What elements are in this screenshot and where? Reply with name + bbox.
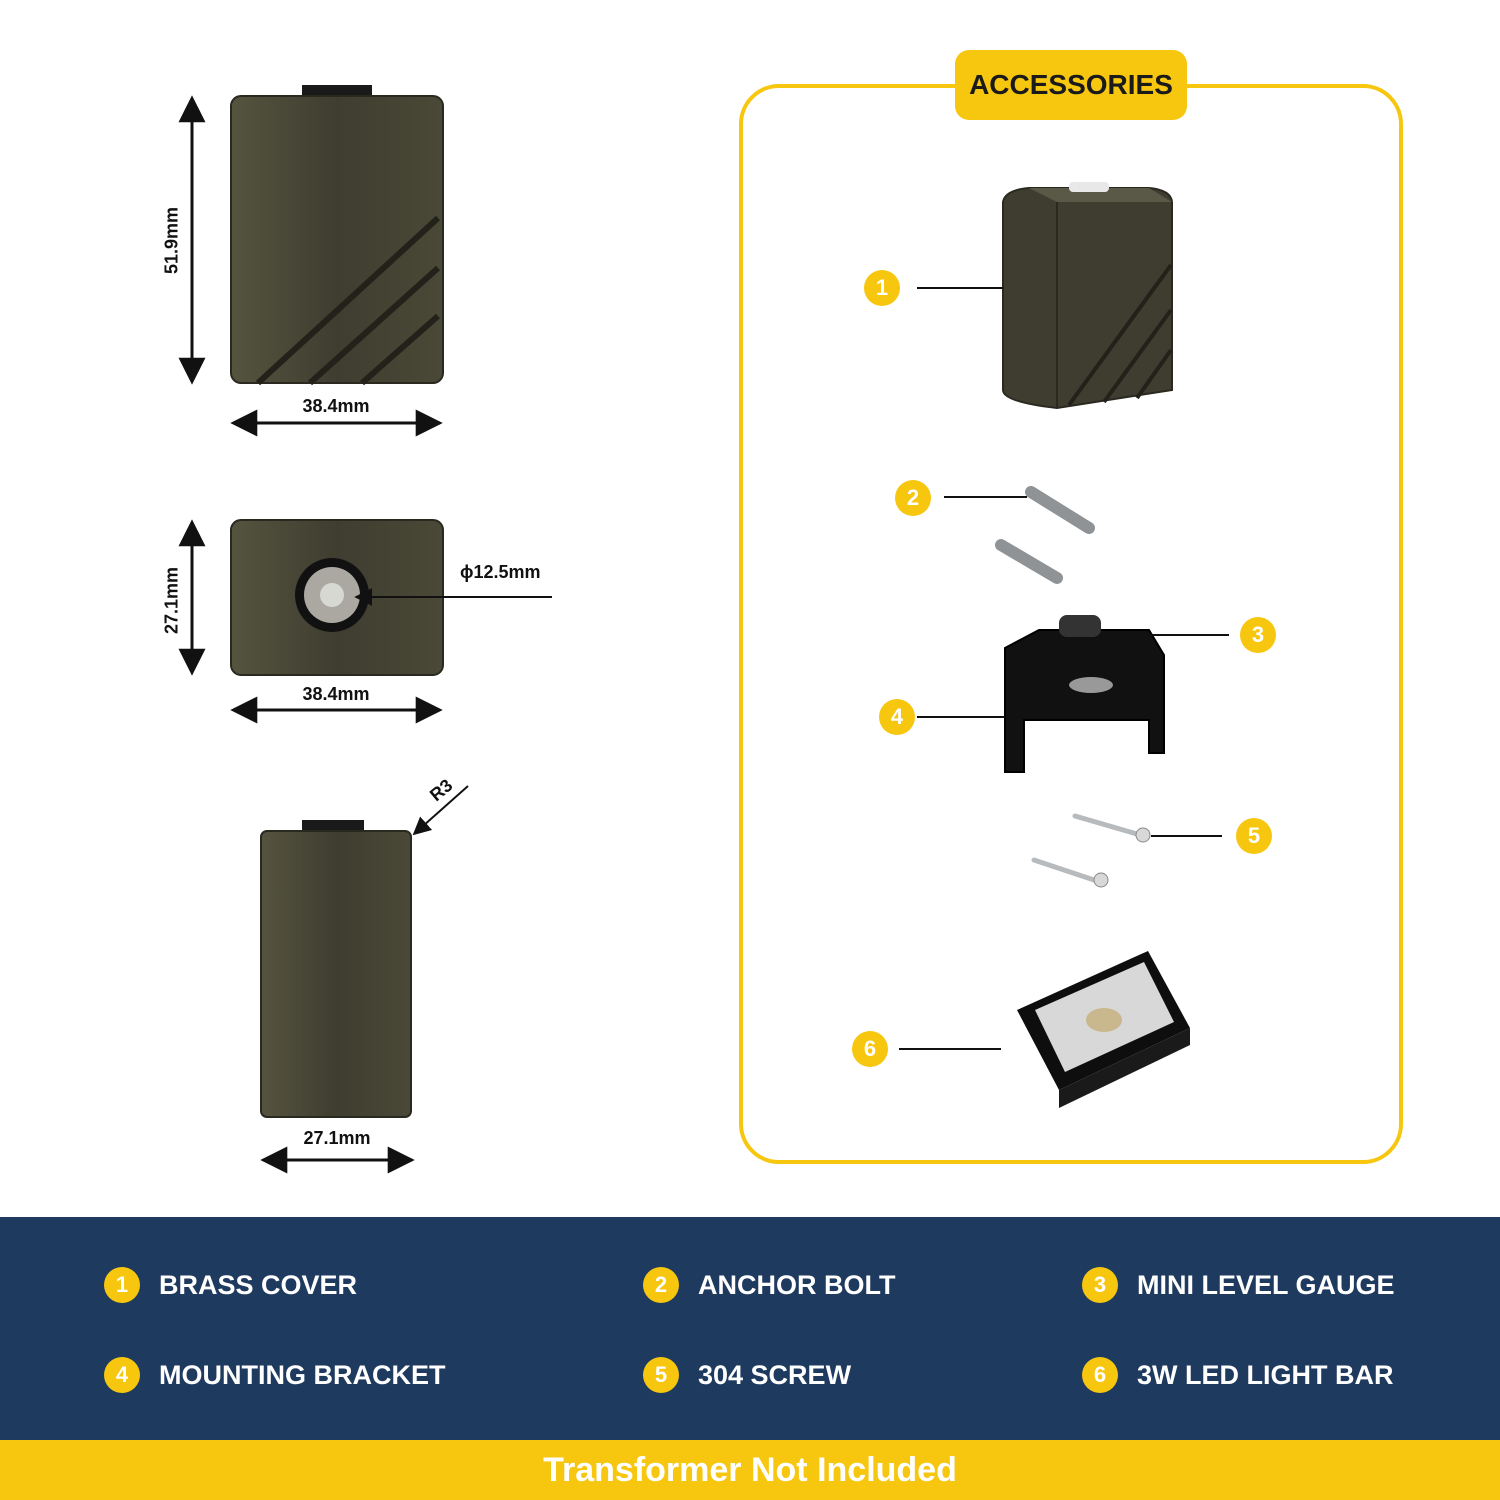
- legend-badge: 6: [1082, 1357, 1118, 1393]
- callout-5: 5: [1236, 818, 1272, 854]
- legend-label: 3W LED LIGHT BAR: [1137, 1359, 1394, 1390]
- footer-banner: Transformer Not Included: [0, 1440, 1500, 1500]
- callout-6: 6: [852, 1031, 888, 1067]
- bottom-depth-label: 27.1mm: [161, 566, 182, 635]
- anchor-bolts-illustration: [944, 486, 1095, 584]
- brass-cover-illustration: [917, 182, 1173, 410]
- callout-4: 4: [879, 699, 915, 735]
- legend-label: ANCHOR BOLT: [698, 1269, 896, 1300]
- screws-illustration: [1031, 813, 1222, 888]
- legend-label: 304 SCREW: [698, 1359, 852, 1390]
- bottom-view: [178, 519, 552, 724]
- led-light-bar-illustration: [899, 951, 1190, 1108]
- legend-item-mini-level-gauge: 3 MINI LEVEL GAUGE: [1082, 1265, 1395, 1305]
- front-width-label: 38.4mm: [302, 396, 370, 416]
- side-width-label: 27.1mm: [303, 1128, 371, 1148]
- legend-label: MOUNTING BRACKET: [159, 1359, 446, 1390]
- callout-3: 3: [1240, 617, 1276, 653]
- accessories-illustrations: [899, 182, 1229, 1108]
- legend-item-brass-cover: 1 BRASS COVER: [104, 1265, 357, 1305]
- legend-label: BRASS COVER: [159, 1269, 358, 1300]
- legend-badge: 3: [1082, 1267, 1118, 1303]
- footer-text: Transformer Not Included: [543, 1450, 957, 1489]
- dimension-drawings: [178, 85, 552, 1174]
- legend-badge: 2: [643, 1267, 679, 1303]
- callout-1: 1: [864, 270, 900, 306]
- legend-item-304-screw: 5 304 SCREW: [643, 1355, 851, 1395]
- hole-diameter-label: ϕ12.5mm: [460, 562, 541, 582]
- legend-band: 1 BRASS COVER 2 ANCHOR BOLT 3 MINI LEVEL…: [0, 1217, 1500, 1440]
- legend-badge: 1: [104, 1267, 140, 1303]
- legend-item-3w-led-light-bar: 6 3W LED LIGHT BAR: [1082, 1355, 1394, 1395]
- accessories-title: ACCESSORIES: [955, 50, 1187, 120]
- mounting-bracket-illustration: [917, 615, 1229, 773]
- legend-badge: 4: [104, 1357, 140, 1393]
- side-view: [260, 785, 469, 1174]
- front-view: [178, 85, 444, 437]
- legend-item-anchor-bolt: 2 ANCHOR BOLT: [643, 1265, 895, 1305]
- callout-2: 2: [895, 480, 931, 516]
- front-height-label: 51.9mm: [161, 206, 182, 275]
- bottom-width-label: 38.4mm: [302, 684, 370, 704]
- legend-badge: 5: [643, 1357, 679, 1393]
- legend-item-mounting-bracket: 4 MOUNTING BRACKET: [104, 1355, 445, 1395]
- legend-label: MINI LEVEL GAUGE: [1137, 1269, 1395, 1300]
